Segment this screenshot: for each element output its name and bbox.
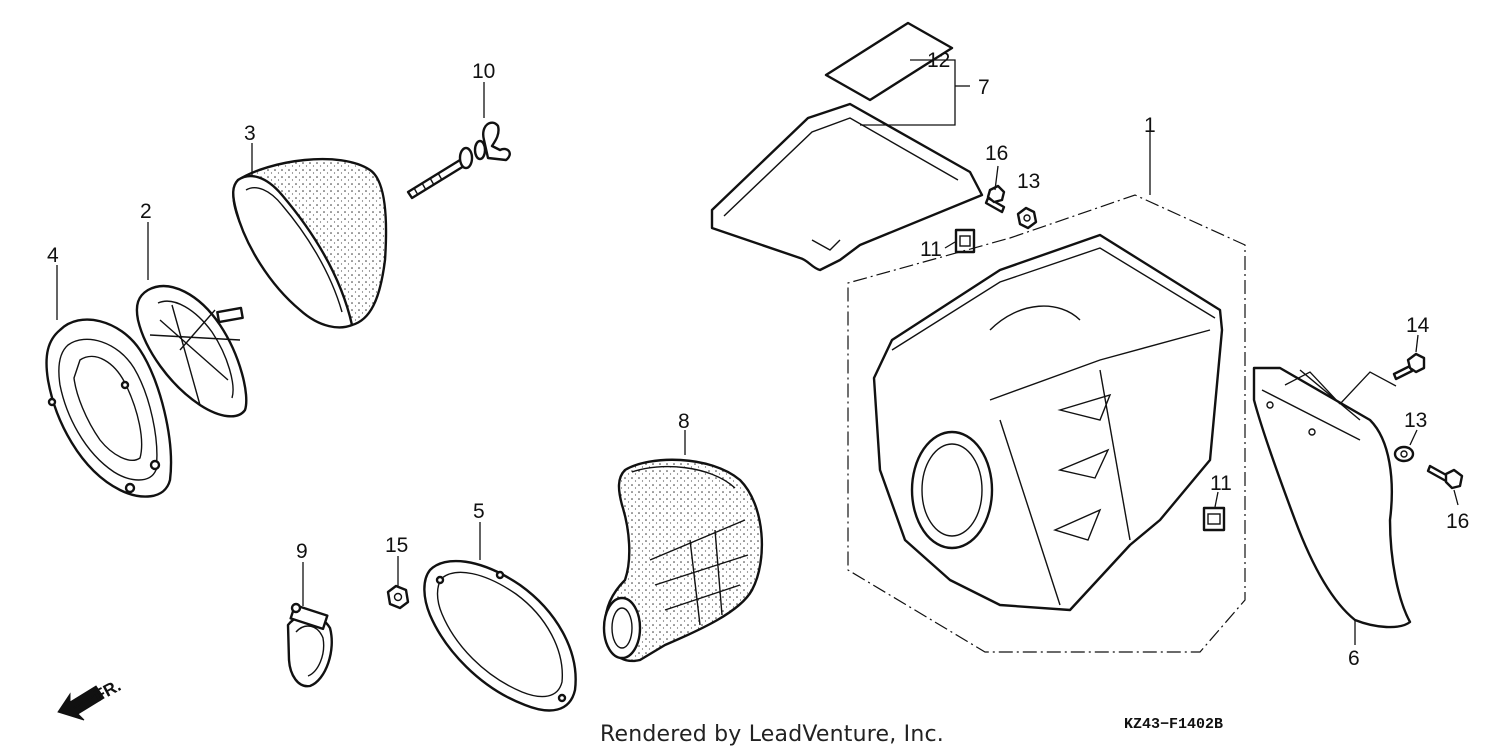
part-2-filter-cage[interactable] xyxy=(135,284,248,418)
part-5-gasket[interactable] xyxy=(423,559,577,712)
callout-6: 6 xyxy=(1348,647,1360,670)
render-credit: Rendered by LeadVenture, Inc. xyxy=(600,722,944,747)
part-1-air-box[interactable] xyxy=(847,194,1246,653)
part-8-intake-boot[interactable] xyxy=(602,458,764,663)
part-9-hose-clamp[interactable] xyxy=(286,602,333,688)
part-16-bolt-upper[interactable] xyxy=(984,184,1006,214)
callout-11-upper: 11 xyxy=(920,238,942,261)
part-4-cover[interactable] xyxy=(45,318,173,498)
part-3-foam-filter[interactable] xyxy=(232,157,388,329)
callout-13-upper: 13 xyxy=(1017,170,1040,193)
callout-5: 5 xyxy=(473,500,485,523)
part-11-grommet-lower[interactable] xyxy=(1202,506,1226,532)
front-direction-arrow: FR. xyxy=(57,676,124,721)
callout-16-right: 16 xyxy=(1446,510,1469,533)
callout-4: 4 xyxy=(47,244,59,267)
callout-11-lower: 11 xyxy=(1210,472,1232,495)
callout-10: 10 xyxy=(472,60,495,83)
diagram-code: KZ43−F1402B xyxy=(1124,716,1224,733)
callout-1: 1 xyxy=(1144,114,1156,137)
callout-9: 9 xyxy=(296,540,308,563)
callout-8: 8 xyxy=(678,410,690,433)
part-15-nut[interactable] xyxy=(386,584,410,610)
callout-15: 15 xyxy=(385,534,408,557)
callout-3: 3 xyxy=(244,122,256,145)
part-14-screw[interactable] xyxy=(1392,352,1426,381)
callout-14: 14 xyxy=(1406,314,1430,337)
part-10-wing-bolt[interactable] xyxy=(406,121,511,200)
part-12-label[interactable] xyxy=(824,21,954,102)
callout-7: 7 xyxy=(978,76,990,99)
callouts: 4 2 3 10 12 7 1 16 13 11 14 13 16 11 8 5… xyxy=(47,49,1469,670)
leader-lines xyxy=(56,59,1459,645)
part-7-upper-cover[interactable] xyxy=(710,102,984,272)
callout-12: 12 xyxy=(927,49,950,72)
part-13-washer-right[interactable] xyxy=(1393,445,1415,463)
callout-13-right: 13 xyxy=(1404,409,1427,432)
part-11-grommet-upper[interactable] xyxy=(954,228,976,254)
part-13-nut-upper[interactable] xyxy=(1016,206,1038,230)
callout-16-upper: 16 xyxy=(985,142,1008,165)
callout-2: 2 xyxy=(140,200,152,223)
part-16-bolt-right[interactable] xyxy=(1426,464,1464,490)
part-6-side-cover[interactable] xyxy=(1252,366,1412,629)
